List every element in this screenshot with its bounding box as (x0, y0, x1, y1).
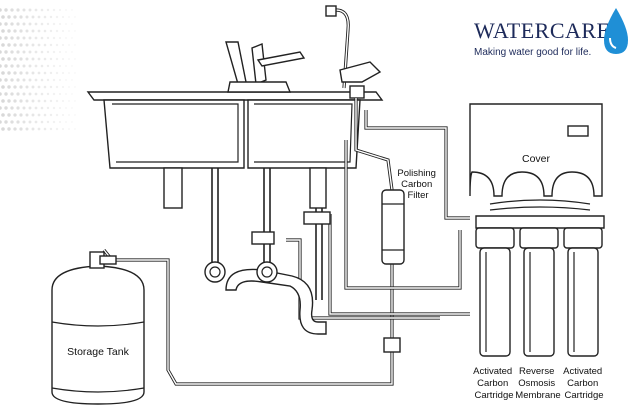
shutoff-valves (204, 211, 331, 283)
cartridge-right-label: Activated Carbon Cartridge (563, 366, 605, 401)
filter-cover (469, 103, 603, 197)
cartridge-activated-carbon-1 (475, 227, 515, 357)
dot-pattern-background (0, 8, 76, 131)
cartridge-left-label: Activated Carbon Cartridge (473, 366, 515, 401)
p-trap (225, 268, 327, 335)
cartridge-middle-label: Reverse Osmosis Membrane (515, 366, 560, 401)
cartridge-reverse-osmosis (519, 227, 559, 357)
water-drop-icon (604, 8, 628, 54)
ro-filter-unit (475, 199, 605, 357)
brand-tagline: Making water good for life. (474, 47, 592, 58)
ro-faucet (325, 5, 382, 99)
storage-tank (51, 251, 145, 405)
polishing-carbon-filter (381, 189, 405, 353)
cover-label: Cover (522, 153, 551, 165)
storage-tank-label: Storage Tank (67, 346, 129, 358)
watercare-logo: WATERCARE Making water good for life. (474, 8, 634, 62)
sink (86, 91, 384, 209)
brand-name: WATERCARE (474, 18, 611, 43)
polishing-filter-label: Polishing Carbon Filter (397, 168, 438, 201)
cartridge-activated-carbon-2 (563, 227, 603, 357)
sink-faucet (225, 41, 306, 93)
plumbing-lines (102, 98, 470, 386)
